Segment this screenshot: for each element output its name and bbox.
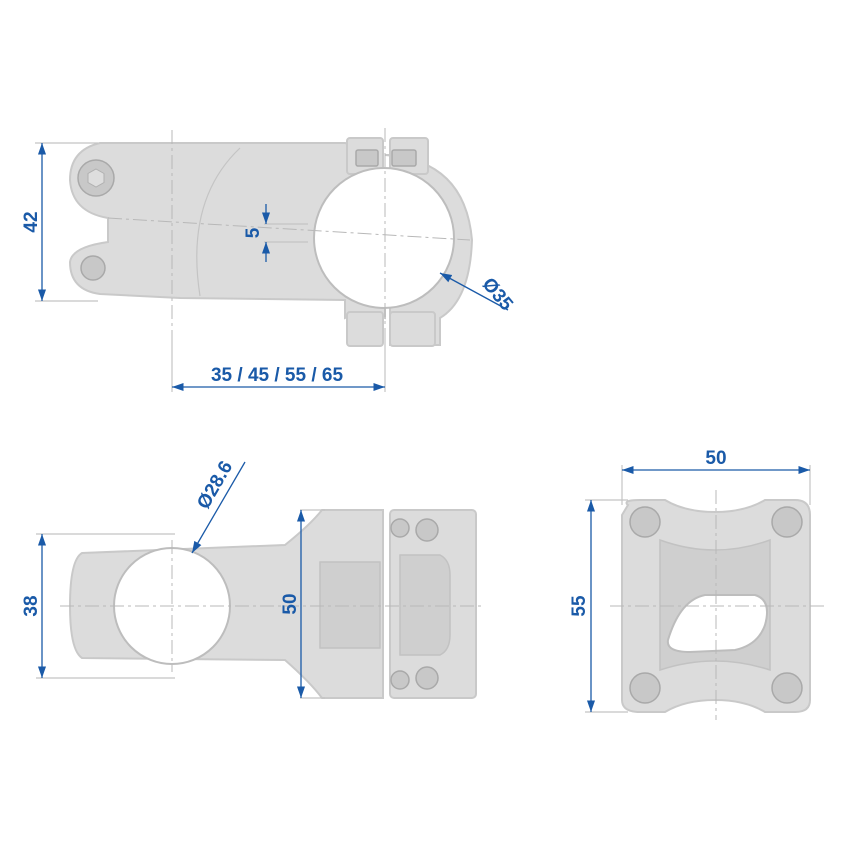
dimension-front-height: 55 bbox=[569, 500, 596, 712]
hex-socket-icon bbox=[87, 168, 105, 188]
front-bolt-icon bbox=[629, 672, 661, 704]
dimension-lengths: 35 / 45 / 55 / 65 bbox=[172, 365, 385, 392]
front-view bbox=[585, 465, 825, 720]
dimension-front-width: 50 bbox=[622, 448, 810, 475]
dimension-offset: 5 bbox=[243, 204, 271, 262]
offset-label: 5 bbox=[243, 227, 264, 238]
stem-side-inset bbox=[319, 561, 381, 649]
front-bolt-icon bbox=[629, 506, 661, 538]
body-contour-line bbox=[196, 147, 241, 297]
front-width-label: 50 bbox=[705, 448, 726, 469]
clamp-bolt-icon bbox=[355, 149, 379, 167]
front-bolt-icon bbox=[771, 672, 803, 704]
clamp-bottom-block-left bbox=[346, 311, 384, 347]
faceplate-height-label: 50 bbox=[280, 593, 301, 614]
front-bolt-icon bbox=[771, 506, 803, 538]
steerer-bolt-icon bbox=[80, 255, 106, 281]
faceplate-window bbox=[399, 554, 451, 656]
lengths-label: 35 / 45 / 55 / 65 bbox=[211, 365, 343, 386]
front-height-label: 55 bbox=[569, 595, 590, 617]
clamp-diameter-label: Ø35 bbox=[478, 274, 517, 315]
clamp-bottom-block-right bbox=[389, 311, 436, 347]
handlebar-hole bbox=[313, 167, 455, 309]
faceplate-bolt-icon bbox=[415, 518, 439, 542]
faceplate-bolt-icon bbox=[390, 518, 410, 538]
steerer-height-label: 38 bbox=[21, 595, 42, 616]
top-view bbox=[36, 509, 485, 699]
dimension-steerer-height: 38 bbox=[21, 534, 47, 678]
steerer-diameter-label: Ø28.6 bbox=[193, 458, 237, 513]
clamp-bolt-icon bbox=[391, 149, 417, 167]
dimension-side-height: 42 bbox=[21, 143, 47, 301]
side-view bbox=[35, 128, 474, 392]
faceplate-bolt-icon bbox=[415, 666, 439, 690]
dimension-faceplate-height: 50 bbox=[280, 510, 306, 698]
dimension-steerer-diameter: Ø28.6 bbox=[191, 458, 246, 554]
faceplate-bolt-icon bbox=[390, 670, 410, 690]
side-height-label: 42 bbox=[21, 211, 42, 232]
front-cutout bbox=[666, 594, 768, 654]
center-line bbox=[107, 217, 471, 241]
